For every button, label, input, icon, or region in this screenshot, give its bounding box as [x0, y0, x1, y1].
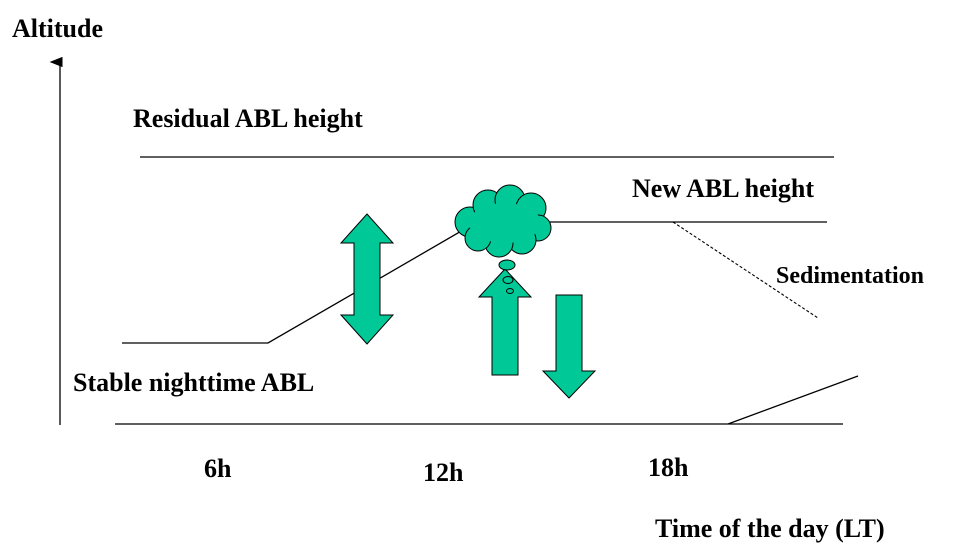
double-headed-arrow-icon	[339, 213, 395, 345]
tick-label-12h: 12h	[423, 458, 464, 487]
stable-nighttime-label: Stable nighttime ABL	[73, 368, 315, 397]
down-arrow-icon	[541, 294, 597, 399]
abl-height-profile	[122, 221, 827, 344]
up-arrow-icon	[477, 268, 533, 376]
sedimentation-line	[672, 221, 819, 319]
residual-abl-label: Residual ABL height	[133, 104, 363, 133]
y-axis-label: Altitude	[12, 14, 103, 43]
cloud-icon	[454, 184, 552, 294]
new-abl-label: New ABL height	[632, 174, 815, 203]
sedimentation-label: Sedimentation	[776, 263, 925, 289]
x-axis-label: Time of the day (LT)	[655, 514, 885, 543]
tick-label-6h: 6h	[204, 454, 232, 483]
evening-stable-line	[727, 375, 859, 425]
tick-label-18h: 18h	[648, 453, 689, 482]
